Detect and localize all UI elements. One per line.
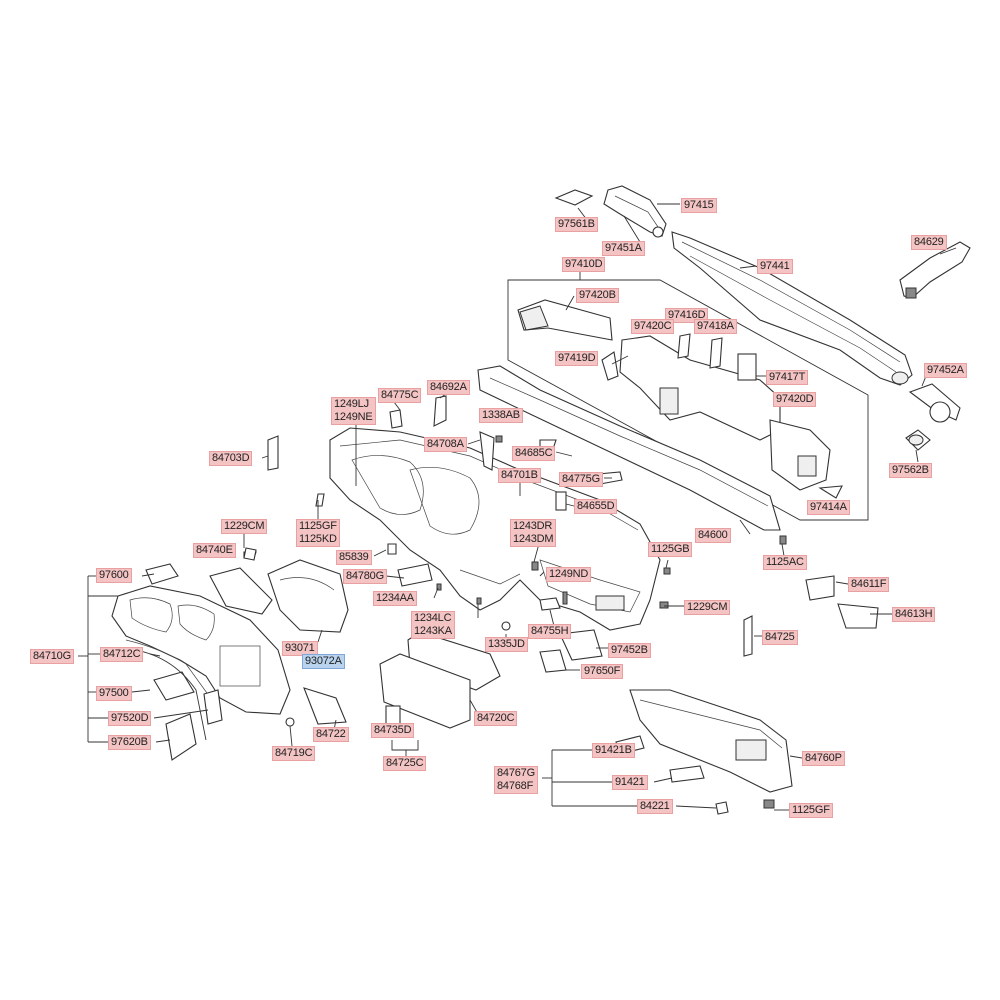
part-label-84692A[interactable]: 84692A — [427, 380, 470, 395]
cowl-cross-bar — [477, 365, 781, 531]
lower-panel-84760P — [615, 689, 793, 815]
part-label-1249ND[interactable]: 1249ND — [546, 567, 592, 582]
part-label-84720C[interactable]: 84720C — [474, 711, 518, 726]
part-label-1125GF[interactable]: 1125GF — [789, 803, 833, 818]
part-label-84611F[interactable]: 84611F — [848, 577, 890, 592]
part-label-84725[interactable]: 84725 — [762, 630, 798, 645]
part-label-85839[interactable]: 85839 — [336, 550, 372, 565]
part-label-84685C[interactable]: 84685C — [512, 446, 556, 461]
part-label-1338AB[interactable]: 1338AB — [479, 408, 523, 423]
part-label-84775G[interactable]: 84775G — [559, 472, 603, 487]
part-label-84600[interactable]: 84600 — [695, 528, 731, 543]
part-label-1125GB[interactable]: 1125GB — [648, 542, 693, 557]
cluster-fascia — [111, 547, 349, 761]
part-label-97420B[interactable]: 97420B — [576, 288, 619, 303]
part-label-97414A[interactable]: 97414A — [807, 500, 850, 515]
part-label-1234LC-1243KA[interactable]: 1234LC 1243KA — [411, 611, 455, 639]
part-label-84767G-84768F[interactable]: 84767G 84768F — [494, 766, 538, 794]
part-label-97451A[interactable]: 97451A — [602, 241, 645, 256]
part-label-84722[interactable]: 84722 — [313, 727, 349, 742]
part-label-1335JD[interactable]: 1335JD — [485, 637, 528, 652]
part-label-1125AC[interactable]: 1125AC — [763, 555, 807, 570]
part-label-1229CM[interactable]: 1229CM — [221, 519, 268, 534]
part-label-97650F[interactable]: 97650F — [581, 664, 624, 679]
crash-pad-small-parts — [243, 395, 787, 631]
side-defroster-duct — [899, 241, 971, 299]
part-label-84710G[interactable]: 84710G — [30, 649, 74, 664]
part-label-84760P[interactable]: 84760P — [802, 751, 845, 766]
part-label-1234AA[interactable]: 1234AA — [373, 591, 417, 606]
part-label-84708A[interactable]: 84708A — [424, 437, 467, 452]
part-label-97441[interactable]: 97441 — [757, 259, 793, 274]
part-label-1229CM-right[interactable]: 1229CM — [684, 600, 731, 615]
part-label-1249LJ-1249NE[interactable]: 1249LJ 1249NE — [331, 397, 376, 425]
part-label-93072A-selected[interactable]: 93072A — [302, 654, 345, 669]
part-label-91421B[interactable]: 91421B — [592, 743, 635, 758]
part-label-84221[interactable]: 84221 — [637, 799, 673, 814]
part-label-97410D[interactable]: 97410D — [562, 257, 606, 272]
part-label-93071[interactable]: 93071 — [282, 641, 318, 656]
part-label-97620B[interactable]: 97620B — [108, 735, 151, 750]
part-label-97452A[interactable]: 97452A — [924, 363, 967, 378]
part-label-97419D[interactable]: 97419D — [555, 351, 599, 366]
part-label-97420C[interactable]: 97420C — [631, 319, 675, 334]
part-label-97415[interactable]: 97415 — [681, 198, 717, 213]
part-label-84740E[interactable]: 84740E — [193, 543, 236, 558]
part-label-97561B[interactable]: 97561B — [555, 217, 598, 232]
part-label-84701B[interactable]: 84701B — [498, 468, 541, 483]
heater-duct-group — [517, 299, 843, 499]
part-label-84655D[interactable]: 84655D — [574, 499, 618, 514]
part-label-97417T[interactable]: 97417T — [766, 370, 809, 385]
part-label-97452B[interactable]: 97452B — [608, 643, 651, 658]
part-label-91421[interactable]: 91421 — [612, 775, 648, 790]
part-label-84725C[interactable]: 84725C — [383, 756, 427, 771]
part-label-97500[interactable]: 97500 — [96, 686, 132, 701]
part-label-97420D[interactable]: 97420D — [773, 392, 817, 407]
part-label-84629[interactable]: 84629 — [911, 235, 947, 250]
part-label-97562B[interactable]: 97562B — [889, 463, 932, 478]
part-label-84775C[interactable]: 84775C — [378, 388, 422, 403]
part-label-1125GF-1125KD[interactable]: 1125GF 1125KD — [296, 519, 340, 547]
heater-duct-frame — [507, 279, 869, 521]
part-label-84719C[interactable]: 84719C — [272, 746, 316, 761]
part-label-84703D[interactable]: 84703D — [209, 451, 253, 466]
part-label-1243DR-1243DM[interactable]: 1243DR 1243DM — [510, 519, 557, 547]
part-label-84735D[interactable]: 84735D — [371, 723, 415, 738]
part-label-97418A[interactable]: 97418A — [694, 319, 737, 334]
part-label-84613H[interactable]: 84613H — [892, 607, 936, 622]
part-label-84712C[interactable]: 84712C — [100, 647, 144, 662]
side-vent-parts — [905, 383, 961, 451]
part-label-97600[interactable]: 97600 — [96, 568, 132, 583]
part-label-97520D[interactable]: 97520D — [108, 711, 152, 726]
part-label-84780G[interactable]: 84780G — [343, 569, 387, 584]
glove-box — [379, 575, 879, 729]
defroster-duct-group — [554, 185, 913, 386]
part-label-84755H[interactable]: 84755H — [528, 624, 572, 639]
